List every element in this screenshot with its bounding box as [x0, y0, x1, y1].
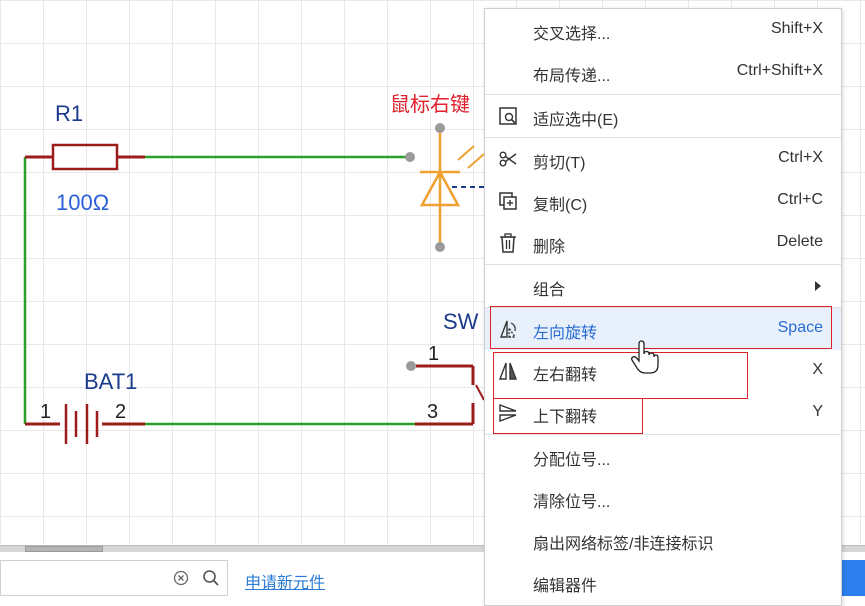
menu-item-shortcut: Ctrl+C	[777, 191, 823, 208]
menu-item-label: 编辑器件	[533, 578, 598, 595]
menu-item-label: 交叉选择...	[533, 26, 611, 43]
menu-item-edit-component[interactable]: 编辑器件	[485, 561, 841, 603]
menu-item-label: 删除	[533, 239, 566, 256]
flip-horizontal-icon	[498, 362, 518, 380]
flip-vertical-icon	[499, 403, 517, 423]
apply-new-component-link[interactable]: 申请新元件	[245, 575, 326, 592]
menu-item-copy[interactable]: 复制(C) Ctrl+C	[485, 180, 841, 222]
menu-item-label: 适应选中(E)	[533, 112, 619, 129]
menu-separator	[485, 137, 841, 138]
scissors-icon	[499, 151, 517, 167]
led-ray-2	[467, 153, 485, 169]
panel-action-button[interactable]	[842, 560, 865, 596]
search-input[interactable]	[7, 567, 161, 591]
sw-name-label[interactable]: SW	[443, 309, 479, 334]
led-ray-1	[457, 145, 475, 161]
rotate-left-icon	[499, 320, 517, 338]
menu-item-group[interactable]: 组合	[485, 265, 841, 307]
menu-item-label: 上下翻转	[533, 409, 598, 426]
menu-item-flip-vertical[interactable]: 上下翻转 Y	[485, 392, 841, 434]
menu-item-shortcut: Ctrl+X	[778, 149, 823, 166]
sw-pin-dot[interactable]	[406, 361, 416, 371]
search-icon[interactable]	[202, 569, 220, 587]
menu-item-shortcut: Space	[777, 319, 823, 336]
menu-item-shortcut: Shift+X	[770, 20, 823, 37]
r1-name-label[interactable]: R1	[55, 101, 84, 126]
led-triangle[interactable]	[419, 169, 461, 207]
search-box[interactable]	[0, 560, 228, 596]
menu-item-label: 布局传递...	[533, 68, 611, 85]
bat-name-label[interactable]: BAT1	[84, 369, 138, 394]
menu-separator	[485, 307, 841, 308]
menu-item-shortcut: Y	[812, 403, 823, 420]
trash-icon	[500, 233, 516, 253]
menu-item-fanout-net-labels[interactable]: 扇出网络标签/非连接标识	[485, 519, 841, 561]
hand-cursor-icon	[631, 340, 659, 374]
right-click-annotation: 鼠标右键	[390, 94, 470, 116]
menu-item-flip-horizontal[interactable]: 左右翻转 X	[485, 350, 841, 392]
menu-item-label: 组合	[533, 282, 566, 299]
led-handle-top[interactable]	[435, 123, 445, 133]
led-pin-dot[interactable]	[405, 152, 415, 162]
highlight-box-flip-horizontal	[493, 352, 748, 399]
highlight-box-rotate	[490, 306, 832, 349]
menu-separator	[485, 434, 841, 435]
menu-item-label: 剪切(T)	[533, 155, 586, 172]
menu-item-delete[interactable]: 删除 Delete	[485, 222, 841, 264]
menu-item-fit-selection[interactable]: 适应选中(E)	[485, 95, 841, 137]
menu-item-label: 清除位号...	[533, 494, 611, 511]
r1-value-label[interactable]: 100Ω	[56, 190, 110, 215]
context-menu: 交叉选择... Shift+X 布局传递... Ctrl+Shift+X 适应选…	[484, 8, 842, 606]
sw-actuator	[475, 384, 485, 401]
menu-item-layout-transfer[interactable]: 布局传递... Ctrl+Shift+X	[485, 51, 841, 93]
splitter-grip[interactable]	[25, 546, 103, 552]
highlight-box-flip-vertical	[493, 398, 643, 434]
menu-item-label: 扇出网络标签/非连接标识	[533, 536, 714, 553]
submenu-arrow-icon	[815, 281, 821, 291]
r1-body[interactable]	[51, 143, 119, 171]
sw-pin1-label: 1	[428, 343, 440, 365]
menu-item-cut[interactable]: 剪切(T) Ctrl+X	[485, 138, 841, 180]
menu-item-shortcut: Delete	[776, 233, 823, 250]
clear-icon[interactable]	[173, 570, 189, 586]
menu-item-label: 左向旋转	[533, 325, 598, 342]
menu-item-cross-select[interactable]: 交叉选择... Shift+X	[485, 9, 841, 51]
led-handle-bottom[interactable]	[435, 242, 445, 252]
panel-splitter[interactable]	[0, 545, 865, 552]
sw-pin3-label: 3	[427, 401, 439, 423]
menu-item-clear-designator[interactable]: 清除位号...	[485, 477, 841, 519]
menu-item-rotate-left[interactable]: 左向旋转 Space	[485, 308, 841, 350]
fit-selection-icon	[499, 107, 517, 125]
copy-icon	[499, 192, 517, 210]
menu-item-label: 复制(C)	[533, 197, 588, 214]
menu-item-label: 左右翻转	[533, 367, 598, 384]
bat-pin2-label: 2	[115, 401, 127, 423]
schematic-drawing	[23, 123, 485, 444]
menu-item-assign-designator[interactable]: 分配位号...	[485, 435, 841, 477]
menu-item-shortcut: Ctrl+Shift+X	[736, 62, 823, 79]
menu-separator	[485, 264, 841, 265]
menu-item-label: 分配位号...	[533, 452, 611, 469]
bat-pin1-label: 1	[40, 401, 52, 423]
menu-separator	[485, 94, 841, 95]
menu-item-shortcut: X	[812, 361, 823, 378]
